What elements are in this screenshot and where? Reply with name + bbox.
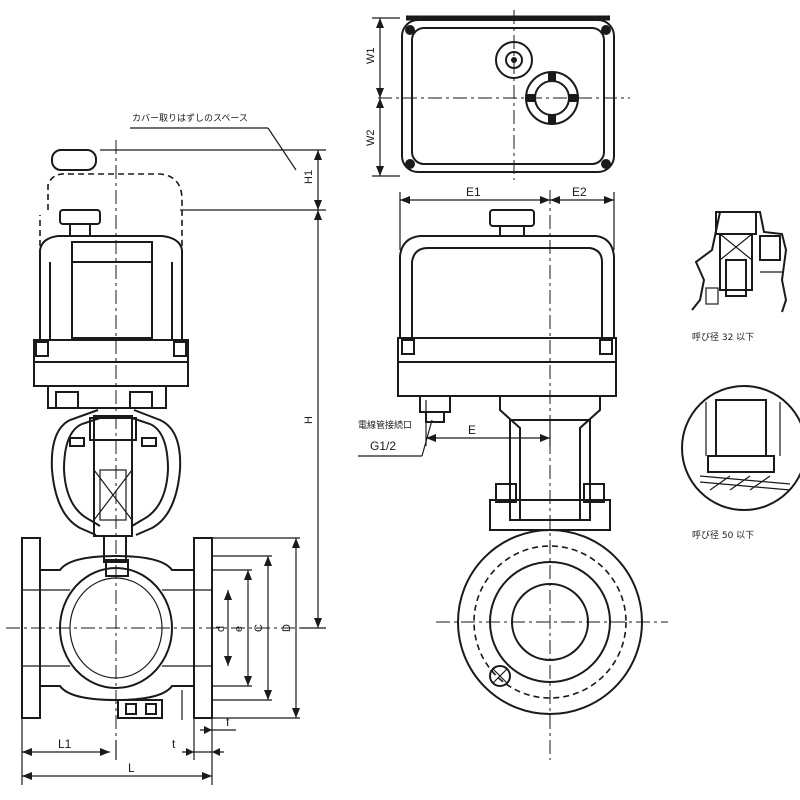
dim-l1: L1 [58, 737, 72, 751]
dim-c: C [253, 624, 265, 632]
dim-h1: H1 [303, 170, 315, 184]
front-view [6, 140, 300, 760]
dim-w1: W1 [365, 48, 377, 65]
dim-d-small: d [215, 626, 227, 632]
detail-50 [681, 385, 800, 511]
dim-d-large: D [281, 624, 293, 632]
dim-e2: E2 [572, 185, 587, 199]
side-view [358, 190, 668, 760]
front-dimensions [21, 127, 326, 785]
cover-removal-note: カバー取りはずしのスペース [132, 113, 248, 124]
dim-t: t [172, 737, 176, 751]
dim-e1: E1 [466, 185, 481, 199]
conduit-note: 電線管接続口 [358, 419, 412, 431]
detail-32-label: 呼び径 32 以下 [692, 331, 754, 343]
detail-50-label: 呼び径 50 以下 [692, 529, 754, 541]
top-view [372, 10, 630, 180]
dim-l: L [128, 761, 135, 775]
dim-e: E [468, 423, 476, 437]
dim-h: H [303, 416, 315, 424]
dim-e-small: e [233, 626, 245, 632]
conduit-size: G1/2 [370, 439, 396, 453]
dim-w2: W2 [365, 130, 377, 147]
detail-32 [691, 211, 788, 313]
dim-f: f [226, 715, 230, 729]
